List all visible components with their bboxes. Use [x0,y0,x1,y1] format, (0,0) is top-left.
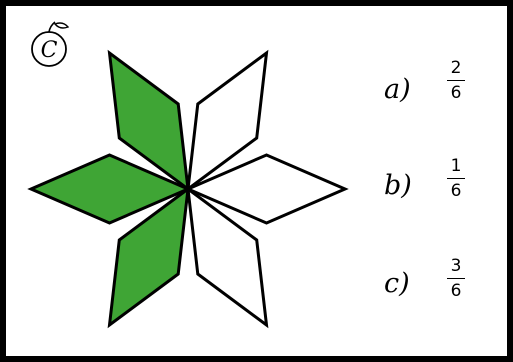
star-part-right [184,153,349,225]
star-part-upper-right [186,49,269,193]
option-c-fraction: 3 6 [446,256,466,301]
fraction-bar [447,80,465,81]
option-b[interactable]: b) 1 6 [384,156,504,222]
option-c-numerator: 3 [450,256,462,276]
star-part-lower-right [186,185,269,329]
option-c[interactable]: c) 3 6 [384,256,504,322]
star-part-upper-left-shaded [107,49,190,193]
apple-leaf-icon [53,22,70,29]
apple-logo: C [31,21,70,67]
option-b-denominator: 6 [450,181,462,201]
answer-options: a) 2 6 b) 1 6 c) 3 6 [384,0,504,362]
option-b-numerator: 1 [450,156,462,176]
option-b-fraction: 1 6 [446,156,466,201]
option-b-label: b) [384,170,412,201]
option-c-label: c) [384,268,410,299]
apple-stem-icon [48,21,56,33]
star-part-lower-left-shaded [107,185,190,329]
option-a-label: a) [384,74,411,105]
fraction-bar [447,278,465,279]
star-parts [27,49,349,329]
option-a-denominator: 6 [450,83,462,103]
fraction-bar [447,178,465,179]
option-c-denominator: 6 [450,281,462,301]
option-a[interactable]: a) 2 6 [384,58,504,122]
option-a-fraction: 2 6 [446,58,466,103]
option-a-numerator: 2 [450,58,462,78]
logo-letter: C [41,38,58,63]
star-part-left-shaded [27,153,192,225]
